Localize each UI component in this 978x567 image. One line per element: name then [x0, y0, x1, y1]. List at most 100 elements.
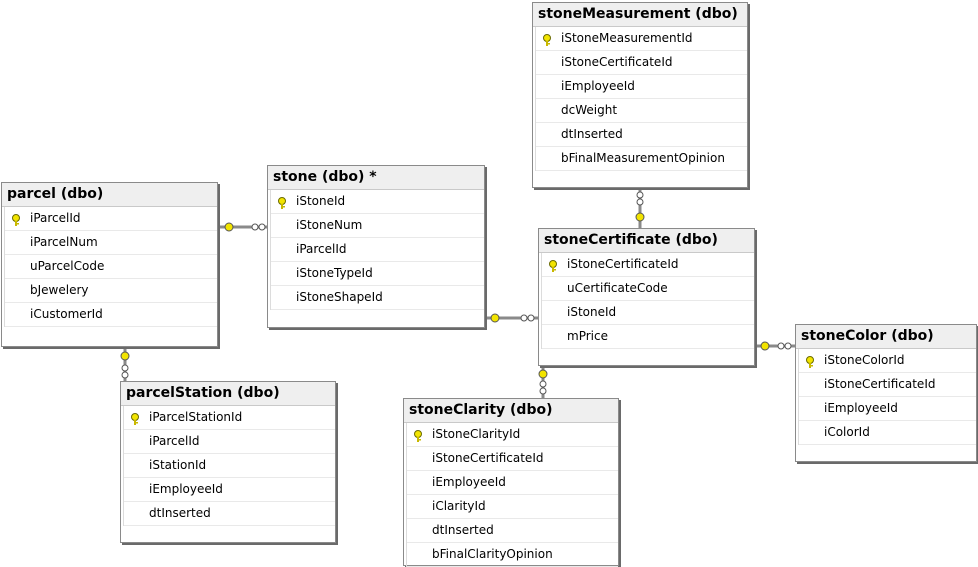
- column-name: iEmployeeId: [561, 79, 635, 93]
- column-row[interactable]: dcWeight: [536, 99, 747, 123]
- key-icon: [130, 411, 142, 425]
- table-title: parcelStation (dbo): [121, 382, 335, 406]
- column-list: iStoneClarityId iStoneCertificateId iEmplo…: [406, 423, 618, 567]
- column-name: iStoneNum: [296, 218, 363, 232]
- table-title: stoneMeasurement (dbo): [533, 3, 747, 27]
- column-name: dcWeight: [561, 103, 618, 117]
- column-row[interactable]: iColorId: [799, 421, 976, 445]
- table-title: stoneCertificate (dbo): [539, 229, 754, 253]
- column-name: iStoneMeasurementId: [561, 31, 693, 45]
- key-end-icon: [635, 212, 645, 222]
- column-list: iParcelStationId iParcelId iStationId iEmpl…: [123, 406, 335, 526]
- key-end-icon: [538, 369, 548, 379]
- column-row[interactable]: iEmployeeId: [799, 397, 976, 421]
- key-icon: [277, 195, 289, 209]
- column-row[interactable]: iEmployeeId: [536, 75, 747, 99]
- column-name: dtInserted: [149, 506, 211, 520]
- column-name: iStoneCertificateId: [561, 55, 673, 69]
- column-row[interactable]: iStoneTypeId: [271, 262, 484, 286]
- column-name: iParcelStationId: [149, 410, 243, 424]
- column-row[interactable]: bFinalMeasurementOpinion: [536, 147, 747, 171]
- column-name: iStoneClarityId: [432, 427, 521, 441]
- primary-key-column[interactable]: iStoneId: [271, 190, 484, 214]
- column-row[interactable]: iStoneCertificateId: [536, 51, 747, 75]
- column-name: iColorId: [824, 425, 870, 439]
- column-list: iStoneMeasurementId iStoneCertificateId iE…: [535, 27, 747, 171]
- column-row[interactable]: iClarityId: [407, 495, 618, 519]
- relation-stonecertificate-stonecolor[interactable]: [755, 341, 795, 351]
- key-end-icon: [224, 222, 234, 232]
- column-row[interactable]: iParcelNum: [5, 231, 217, 255]
- column-row[interactable]: iEmployeeId: [124, 478, 335, 502]
- infinity-end-icon: [636, 191, 644, 206]
- column-row[interactable]: iCustomerId: [5, 303, 217, 327]
- column-row[interactable]: iStoneId: [542, 301, 754, 325]
- column-row[interactable]: iStoneCertificateId: [407, 447, 618, 471]
- column-list: iStoneId iStoneNum iParcelId iStoneTypeId iS…: [270, 190, 484, 310]
- column-name: bJewelery: [30, 283, 89, 297]
- column-row[interactable]: dtInserted: [407, 519, 618, 543]
- primary-key-column[interactable]: iStoneColorId: [799, 349, 976, 373]
- infinity-end-icon: [121, 364, 129, 379]
- key-icon: [413, 428, 425, 442]
- primary-key-column[interactable]: iParcelStationId: [124, 406, 335, 430]
- column-row[interactable]: uCertificateCode: [542, 277, 754, 301]
- column-name: iStationId: [149, 458, 207, 472]
- relation-stonemeasurement-stonecertificate[interactable]: [635, 187, 645, 228]
- column-name: iStoneCertificateId: [824, 377, 936, 391]
- primary-key-column[interactable]: iStoneClarityId: [407, 423, 618, 447]
- column-row[interactable]: mPrice: [542, 325, 754, 349]
- infinity-end-icon: [520, 314, 535, 322]
- column-list: iStoneColorId iStoneCertificateId iEmploye…: [798, 349, 976, 445]
- column-name: iEmployeeId: [824, 401, 898, 415]
- column-row[interactable]: iEmployeeId: [407, 471, 618, 495]
- column-row[interactable]: bFinalClarityOpinion: [407, 543, 618, 567]
- primary-key-column[interactable]: iStoneMeasurementId: [536, 27, 747, 51]
- table-title: parcel (dbo): [2, 183, 217, 207]
- column-name: uParcelCode: [30, 259, 105, 273]
- primary-key-column[interactable]: iStoneCertificateId: [542, 253, 754, 277]
- column-row[interactable]: iStationId: [124, 454, 335, 478]
- column-name: dtInserted: [432, 523, 494, 537]
- table-title: stoneColor (dbo): [796, 325, 976, 349]
- key-icon: [548, 258, 560, 272]
- column-name: iStoneShapeId: [296, 290, 383, 304]
- relation-parcel-stone[interactable]: [218, 222, 267, 232]
- column-row[interactable]: iParcelId: [124, 430, 335, 454]
- column-name: iStoneColorId: [824, 353, 905, 367]
- column-name: iParcelId: [296, 242, 347, 256]
- infinity-end-icon: [539, 380, 547, 395]
- column-row[interactable]: iStoneNum: [271, 214, 484, 238]
- column-row[interactable]: uParcelCode: [5, 255, 217, 279]
- primary-key-column[interactable]: iParcelId: [5, 207, 217, 231]
- relation-parcel-parcelstation[interactable]: [120, 347, 130, 381]
- column-name: iClarityId: [432, 499, 486, 513]
- column-name: iStoneCertificateId: [432, 451, 544, 465]
- relation-stonecertificate-stoneclarity[interactable]: [538, 366, 548, 398]
- table-stonecertificate[interactable]: stoneCertificate (dbo) iStoneCertificate…: [538, 228, 755, 366]
- column-name: iEmployeeId: [149, 482, 223, 496]
- column-row[interactable]: dtInserted: [124, 502, 335, 526]
- column-row[interactable]: bJewelery: [5, 279, 217, 303]
- column-name: iParcelId: [149, 434, 200, 448]
- column-row[interactable]: iStoneShapeId: [271, 286, 484, 310]
- key-end-icon: [120, 351, 130, 361]
- column-row[interactable]: iStoneCertificateId: [799, 373, 976, 397]
- relation-stone-stonecertificate[interactable]: [485, 313, 538, 323]
- infinity-end-icon: [251, 223, 266, 231]
- table-stonemeasurement[interactable]: stoneMeasurement (dbo) iStoneMeasurement…: [532, 2, 748, 188]
- key-icon: [11, 212, 23, 226]
- column-name: iStoneTypeId: [296, 266, 373, 280]
- table-title: stone (dbo) *: [268, 166, 484, 190]
- table-stonecolor[interactable]: stoneColor (dbo) iStoneColorId iStoneCert…: [795, 324, 977, 462]
- column-row[interactable]: iParcelId: [271, 238, 484, 262]
- column-name: iStoneId: [567, 305, 617, 319]
- column-name: bFinalMeasurementOpinion: [561, 151, 725, 165]
- column-row[interactable]: dtInserted: [536, 123, 747, 147]
- table-stone[interactable]: stone (dbo) * iStoneId iStoneNum iParcelId…: [267, 165, 485, 328]
- column-list: iStoneCertificateId uCertificateCode iSton…: [541, 253, 754, 349]
- column-name: uCertificateCode: [567, 281, 668, 295]
